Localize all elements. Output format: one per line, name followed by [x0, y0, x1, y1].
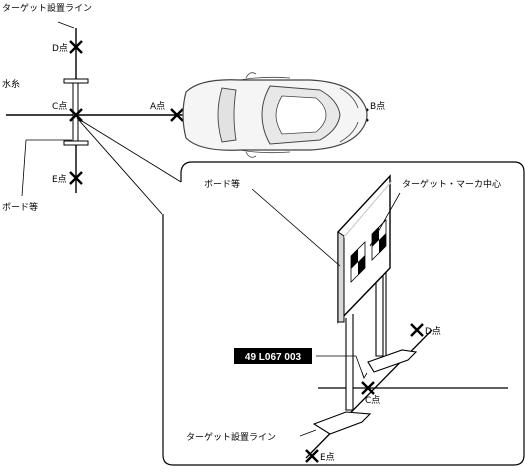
label-point-a: A点 — [150, 101, 165, 112]
label-point-c: C点 — [52, 101, 67, 112]
detail-label-point-e: E点 — [320, 452, 335, 463]
detail-board-leader — [251, 188, 341, 267]
label-point-b: B点 — [370, 101, 385, 112]
detail-target-center-leader — [369, 192, 401, 247]
stand-foot-bottom — [63, 140, 89, 146]
detail-label-point-d: D点 — [425, 326, 441, 337]
detail-label-target-center: ターゲット・マーカ中心 — [402, 178, 501, 190]
marker-e-icon — [69, 171, 83, 185]
part-code-text: 49 L067 003 — [245, 352, 302, 363]
stand-foot-top — [63, 78, 89, 84]
detail-pointer-line-lower — [76, 117, 163, 215]
label-point-d: D点 — [52, 43, 68, 54]
part-code-badge — [234, 348, 312, 364]
marker-a-icon — [170, 108, 184, 122]
marker-c-icon — [69, 108, 83, 122]
target-marker-1-icon — [350, 241, 366, 283]
detail-board — [337, 174, 392, 324]
detail-marker-c-icon — [361, 381, 375, 395]
detail-marker-e-icon — [305, 449, 319, 463]
label-horizontal-line: 水糸 — [2, 78, 20, 90]
label-point-e: E点 — [52, 174, 67, 185]
label-target-line-top: ターゲット設置ライン — [2, 2, 92, 14]
detail-stand — [312, 258, 418, 435]
detail-label-target-line: ターゲット設置ライン — [186, 431, 276, 443]
target-line-leader — [57, 21, 75, 29]
detail-pointer-line-upper — [76, 117, 182, 183]
code-pointer-arrow-icon — [361, 371, 368, 379]
detail-marker-d-icon — [410, 323, 424, 337]
board-leader-line — [21, 139, 27, 197]
detail-label-board: ボード等 — [204, 178, 240, 190]
detail-label-point-c: C点 — [365, 395, 380, 406]
detail-view — [251, 174, 508, 459]
marker-d-icon — [69, 40, 83, 54]
code-pointer-line — [316, 355, 365, 379]
target-marker-2-icon — [371, 219, 387, 261]
detail-target-line-leader — [299, 429, 317, 437]
label-board-left: ボード等 — [2, 201, 38, 213]
detail-markers — [305, 323, 424, 463]
car-top-view-icon — [182, 72, 368, 158]
